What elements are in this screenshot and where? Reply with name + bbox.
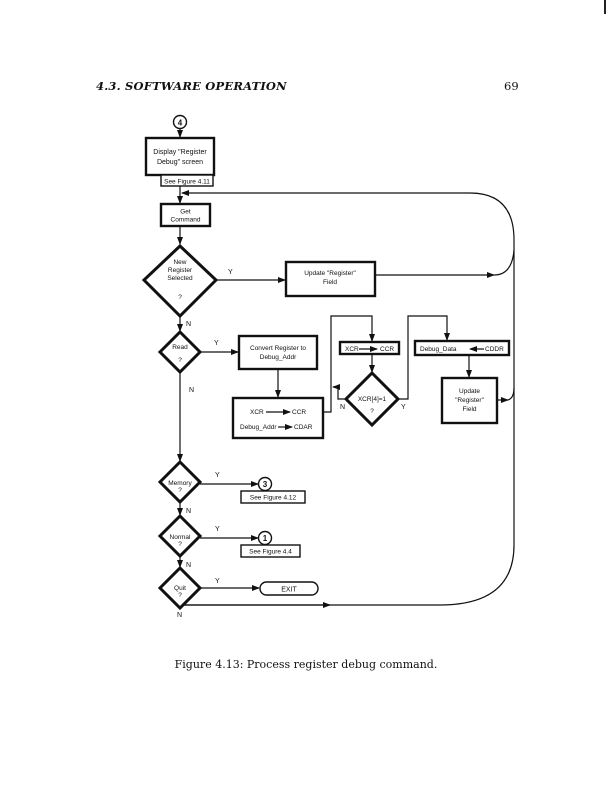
convert-register-box: Convert Register to Debug_Addr	[237, 334, 319, 371]
scan-edge-mark	[604, 0, 606, 14]
svg-text:CCR: CCR	[380, 346, 394, 353]
arrow	[323, 315, 375, 413]
svg-text:New: New	[173, 259, 186, 266]
loop-back-line	[181, 190, 515, 276]
yes-label: Y	[215, 578, 220, 585]
svg-text:CDDR: CDDR	[485, 346, 504, 353]
decision-normal: Normal ?	[157, 513, 203, 559]
see-figure-4-11-ref: See Figure 4.11	[160, 174, 214, 187]
no-label: N	[189, 387, 194, 394]
svg-text:?: ?	[178, 592, 182, 599]
svg-text:Convert Register to: Convert Register to	[250, 345, 306, 352]
svg-text:See Figure 4.12: See Figure 4.12	[250, 495, 297, 502]
memory-connector: 3	[257, 476, 273, 492]
see-figure-4-12-ref: See Figure 4.12	[240, 490, 306, 504]
svg-text:3: 3	[263, 480, 268, 489]
svg-text:EXIT: EXIT	[281, 587, 297, 594]
svg-text:Register: Register	[168, 267, 193, 274]
svg-text:?: ?	[178, 487, 182, 494]
no-label: N	[177, 612, 182, 619]
svg-text:1: 1	[263, 534, 268, 543]
figure-caption: Figure 4.13: Process register debug comm…	[174, 658, 438, 671]
svg-text:XCR: XCR	[345, 346, 359, 353]
decision-new-register-selected: New Register Selected ?	[141, 243, 219, 319]
loop-right-line	[180, 250, 515, 606]
svg-text:XCR[4]=1: XCR[4]=1	[358, 396, 387, 403]
svg-text:Memory: Memory	[168, 480, 192, 487]
svg-text:CDAR: CDAR	[294, 424, 313, 431]
no-label: N	[186, 562, 191, 569]
debug-data-cddr-box: Debug_Data CDDR	[413, 339, 511, 357]
svg-text:"Register": "Register"	[455, 397, 485, 404]
decision-xcr4: XCR[4]=1 ?	[343, 370, 401, 428]
no-label: N	[340, 404, 345, 411]
join-curve	[507, 387, 515, 401]
svg-text:Normal: Normal	[170, 534, 192, 541]
svg-text:Debug" screen: Debug" screen	[157, 159, 203, 166]
yes-label: Y	[215, 526, 220, 533]
svg-text:Debug_Addr: Debug_Addr	[240, 424, 277, 431]
decision-read: Read ?	[157, 329, 203, 375]
yes-label: Y	[228, 269, 233, 276]
normal-connector: 1	[257, 530, 273, 546]
svg-text:Get: Get	[180, 209, 191, 216]
yes-label: Y	[401, 404, 406, 411]
svg-text:?: ?	[178, 541, 182, 548]
svg-text:?: ?	[178, 294, 182, 301]
svg-text:Selected: Selected	[167, 275, 193, 282]
exit-terminal: EXIT	[259, 581, 319, 596]
svg-text:XCR: XCR	[250, 409, 264, 416]
svg-text:Read: Read	[172, 344, 188, 351]
svg-text:Field: Field	[323, 279, 337, 286]
svg-text:Quit: Quit	[174, 585, 186, 592]
decision-quit: Quit ?	[157, 565, 203, 611]
svg-text:See Figure 4.4: See Figure 4.4	[249, 549, 292, 556]
arrow	[398, 315, 450, 400]
svg-text:Display "Register: Display "Register	[153, 149, 207, 156]
see-figure-4-4-ref: See Figure 4.4	[240, 544, 301, 558]
update-register-field-box-1: Update "Register" Field	[284, 260, 377, 298]
xcr-to-ccr-box: XCR CCR	[338, 340, 401, 356]
yes-label: Y	[214, 340, 219, 347]
svg-text:Debug_Data: Debug_Data	[420, 346, 457, 353]
page-number: 69	[504, 79, 519, 93]
arrow	[332, 384, 346, 400]
get-command-box: Get Command	[159, 202, 212, 228]
svg-text:Command: Command	[171, 217, 201, 224]
svg-text:CCR: CCR	[292, 409, 306, 416]
svg-text:See Figure 4.11: See Figure 4.11	[164, 179, 210, 186]
svg-text:4: 4	[178, 119, 183, 128]
svg-text:Update "Register": Update "Register"	[304, 270, 356, 277]
xcr-ccr-debug-addr-box: XCR CCR Debug_Addr CDAR	[231, 396, 325, 440]
start-connector: 4	[172, 114, 188, 130]
no-label: N	[186, 321, 191, 328]
svg-text:Update: Update	[459, 388, 480, 395]
svg-text:Field: Field	[462, 406, 476, 413]
svg-text:?: ?	[370, 408, 374, 415]
svg-text:Debug_Addr: Debug_Addr	[260, 354, 297, 361]
yes-label: Y	[215, 472, 220, 479]
running-header: 4.3. SOFTWARE OPERATION	[96, 79, 287, 93]
svg-text:?: ?	[178, 357, 182, 364]
update-register-field-box-2: Update "Register" Field	[440, 376, 499, 425]
display-register-debug-box: Display "Register Debug" screen	[144, 136, 216, 177]
no-label: N	[186, 508, 191, 515]
decision-memory: Memory ?	[157, 459, 203, 505]
